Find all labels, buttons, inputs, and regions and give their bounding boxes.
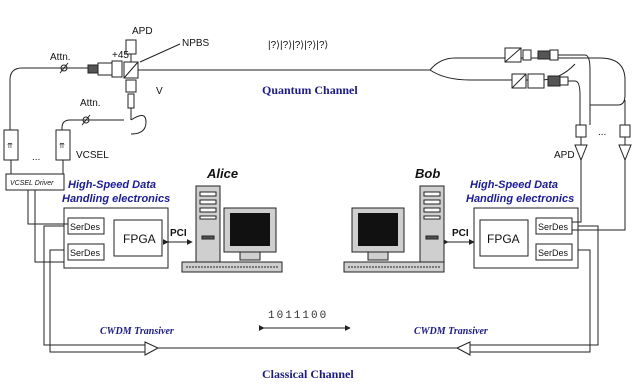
- attn-label-1: Attn.: [50, 52, 71, 63]
- bob-serdes-2: [535, 243, 573, 261]
- bob-fpga-label: FPGA: [487, 232, 520, 246]
- bob-computer: [343, 185, 445, 273]
- alice-fpga-label: FPGA: [123, 232, 156, 246]
- alice-serdes-1-label: SerDes: [70, 222, 101, 232]
- quantum-channel-fiber: [160, 57, 626, 106]
- bob-optics: [504, 47, 632, 162]
- alice-fpga: [113, 219, 163, 257]
- svg-text:⇈: ⇈: [59, 142, 65, 150]
- bob-serdes-1-label: SerDes: [538, 222, 569, 232]
- npbs-label: NPBS: [182, 38, 210, 49]
- attn-label-2: Attn.: [80, 98, 101, 109]
- alice-computer: [181, 185, 283, 273]
- v-label: V: [156, 86, 163, 97]
- cwdm-right-label: CWDM Transiver: [414, 326, 488, 337]
- vcsel-dots-left: ...: [32, 152, 40, 163]
- apd-right-label: APD: [554, 150, 575, 161]
- hsd-left-line2: Handling electronics: [62, 193, 170, 205]
- plus45-label: +45: [112, 50, 129, 61]
- alice-serdes-1: [67, 217, 105, 235]
- alice-serdes-2-label: SerDes: [70, 248, 101, 258]
- npbs-pointer: [139, 43, 181, 63]
- classical-channel-label: Classical Channel: [262, 367, 354, 381]
- alice-optics: [9, 39, 160, 140]
- vcsel-array: ⇈ ⇈: [3, 129, 71, 161]
- hsd-left-line1: High-Speed Data: [68, 179, 156, 191]
- cwdm-right-shape: [455, 341, 471, 356]
- bit-string: 1011100: [268, 310, 328, 322]
- alice-serdes-2: [67, 243, 105, 261]
- bob-serdes-1: [535, 217, 573, 235]
- bob-fpga: [479, 219, 529, 257]
- detector-dots-right: ...: [598, 127, 606, 138]
- quantum-channel-label: Quantum Channel: [262, 83, 358, 97]
- bob-label: Bob: [415, 166, 440, 181]
- alice-pci-label: PCI: [170, 228, 187, 239]
- cwdm-left-label: CWDM Transiver: [100, 326, 174, 337]
- hsd-right-line1: High-Speed Data: [470, 179, 558, 191]
- classical-channel-fiber: [43, 225, 599, 356]
- fiber-connector: [87, 64, 99, 74]
- bob-serdes-2-label: SerDes: [538, 248, 569, 258]
- qubit-states: |?⟩|?⟩|?⟩|?⟩|?⟩: [268, 40, 328, 51]
- hsd-right-line2: Handling electronics: [466, 193, 574, 205]
- svg-text:⇈: ⇈: [7, 142, 13, 150]
- bob-pci-label: PCI: [452, 228, 469, 239]
- cwdm-left-shape: [144, 341, 160, 356]
- alice-label: Alice: [206, 166, 238, 181]
- vcsel-label: VCSEL: [76, 150, 109, 161]
- vcsel-driver-label: VCSEL Driver: [10, 180, 54, 187]
- apd-top-label: APD: [132, 26, 153, 37]
